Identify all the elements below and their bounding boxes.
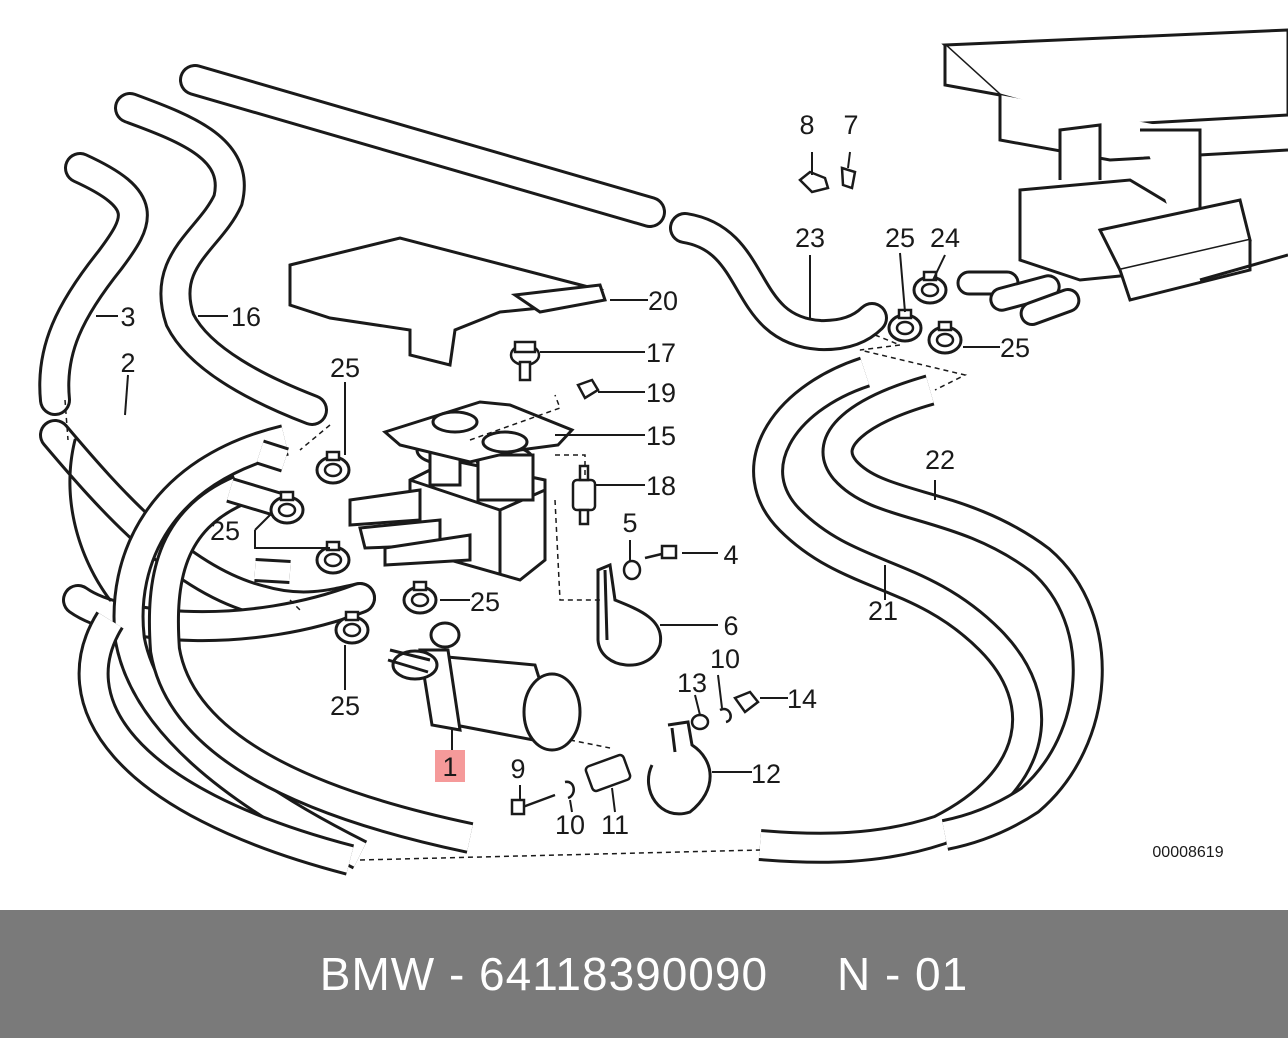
part-label-8[interactable]: 8 [799,110,814,140]
hose-22 [821,374,1104,851]
hose-3 [38,152,149,416]
aux-water-pump [387,621,582,752]
valve-cover-20 [288,236,607,367]
part-label-7[interactable]: 7 [843,110,858,140]
hose-2 [39,419,376,642]
small-fasteners [509,166,857,816]
dashed-guides [64,334,968,861]
part-label-9[interactable]: 9 [510,754,525,784]
heater-core [941,28,1288,326]
bracket-6 [596,562,663,667]
footer-bar: BMW - 64118390090 N - 01 [0,910,1288,1038]
part-label-5[interactable]: 5 [622,508,637,538]
part-label-10b[interactable]: 10 [555,810,585,840]
part-label-10a[interactable]: 10 [710,644,740,674]
part-label-23[interactable]: 23 [795,223,825,253]
part-label-13[interactable]: 13 [677,668,707,698]
part-number-caption: BMW - 64118390090 N - 01 [319,948,969,1000]
part-label-16[interactable]: 16 [231,302,261,332]
hose-loop-left [77,424,474,876]
part-label-2[interactable]: 2 [120,348,135,378]
hose-23 [179,64,888,352]
valve-housing [381,400,575,582]
drawing-number: 00008619 [1152,844,1223,861]
valve-ports [348,488,472,567]
part-label-17[interactable]: 17 [646,338,676,368]
bracket-12 [646,720,712,816]
part-label-25d[interactable]: 25 [330,691,360,721]
part-label-25a[interactable]: 25 [330,353,360,383]
part-labels: 1 2 3 4 5 6 7 8 9 10 10 11 12 13 14 15 1… [120,110,1030,840]
part-label-20[interactable]: 20 [648,286,678,316]
part-label-4[interactable]: 4 [723,540,738,570]
part-label-25b[interactable]: 25 [210,516,240,546]
hose-21 [752,356,1044,864]
part-label-24[interactable]: 24 [930,223,960,253]
part-label-1[interactable]: 1 [442,752,457,782]
part-label-21[interactable]: 21 [868,596,898,626]
part-label-22[interactable]: 22 [925,445,955,475]
part-label-6[interactable]: 6 [723,611,738,641]
hose-16 [114,92,328,426]
part-label-25e[interactable]: 25 [885,223,915,253]
leader-lines [96,151,1000,813]
part-label-3[interactable]: 3 [120,302,135,332]
parts-diagram: 1 2 3 4 5 6 7 8 9 10 10 11 12 13 14 15 1… [38,28,1288,876]
part-label-11[interactable]: 11 [601,810,629,840]
small-hose-stubs [226,439,291,584]
part-label-15[interactable]: 15 [646,421,676,451]
part-label-25c[interactable]: 25 [470,587,500,617]
part-label-19[interactable]: 19 [646,378,676,408]
part-label-14[interactable]: 14 [787,684,817,714]
part-label-25f[interactable]: 25 [1000,333,1030,363]
part-label-18[interactable]: 18 [646,471,676,501]
part-1-highlight [435,750,465,782]
part-label-12[interactable]: 12 [751,759,781,789]
